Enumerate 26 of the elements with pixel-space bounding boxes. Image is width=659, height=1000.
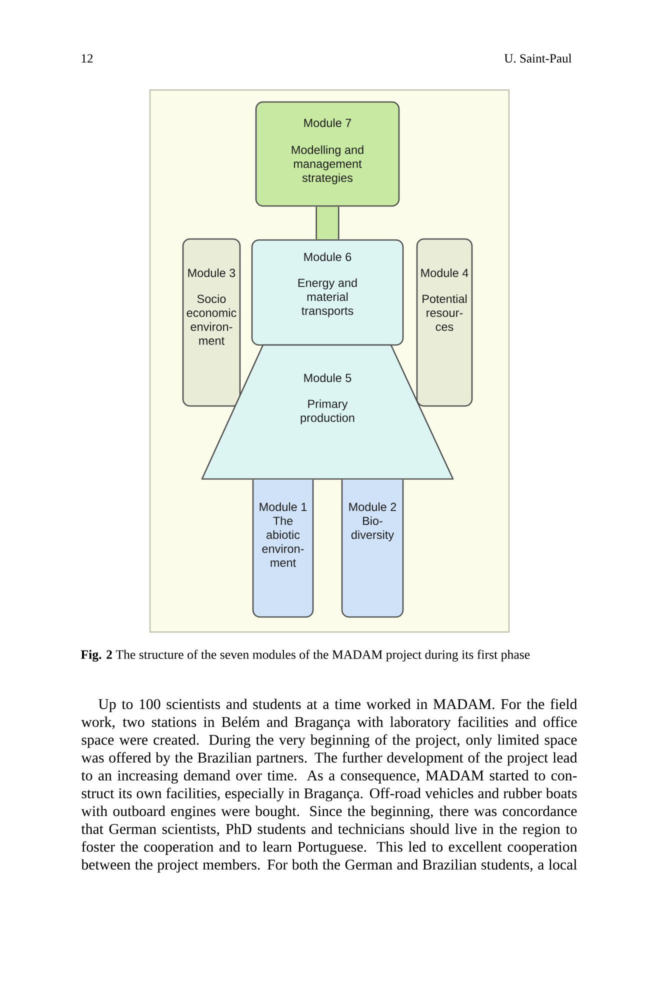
module-title: Module 5 [304, 373, 352, 382]
rounded-box [255, 101, 400, 207]
rounded-box [416, 238, 473, 407]
body-text: Up to 100 scientists and students at a time worked in MADAM. For the field work, two stations in Belém and Bragança with laboratory facilities and office space were created. During the very beginning of the project, only limited space was offered by the Brazilian partners. The further development of the project lead to an increasing demand over time. As a consequence, MADAM started to con-struct its own facilities, especially in Bragança. Off-road vehicles and rubber boats with outboard engines were bought. Since the beginning, there was concordance that German scientists, PhD students and technicians should live in the region to foster the cooperation and to learn Portuguese. This led to excellent cooperation between the project members. For both the German and Brazilian students, a local [81, 698, 578, 873]
page-number: 12 [82, 54, 93, 62]
running-head: U. Saint-Paul [504, 54, 572, 63]
rounded-box [251, 239, 404, 346]
module-description: Energy and material transports [298, 278, 357, 318]
module-description: Primary production [300, 399, 354, 424]
trapezoid-box [201, 344, 454, 480]
module-description: Potential resour-ces [422, 294, 467, 331]
module-title: Module 6 [304, 252, 352, 262]
module-title: Module 7 [304, 118, 352, 128]
module-title: Module 3 [188, 268, 236, 278]
module-title: Module 1 [260, 502, 307, 512]
module-description: Socio economic environ-ment [186, 294, 236, 345]
module-description: Modelling and management strategies [292, 145, 364, 184]
tall-box [252, 479, 314, 618]
figure-caption: Fig. 2 The structure of the seven modules of the MADAM project during its first phase [80, 650, 530, 662]
module-description: The abiotic environ-ment [262, 516, 304, 567]
module-title: Module 4 [421, 268, 468, 278]
rounded-box [182, 238, 241, 407]
connector-bar [316, 206, 340, 240]
module-description: Bio-diversity [351, 516, 394, 542]
tall-box [341, 479, 404, 618]
module-title: Module 2 [349, 502, 396, 512]
